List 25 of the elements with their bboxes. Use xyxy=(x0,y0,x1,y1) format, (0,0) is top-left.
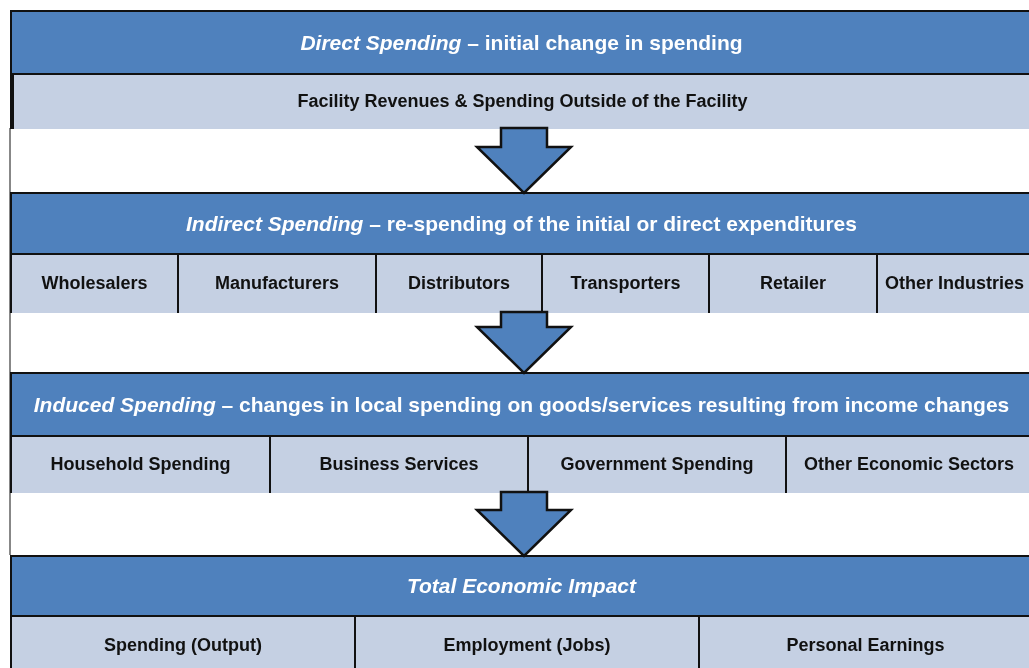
section-header: Total Economic Impact xyxy=(12,557,1029,617)
section-header: Direct Spending – initial change in spending xyxy=(12,12,1029,75)
block-arrow xyxy=(473,126,575,195)
category-cell: Business Services xyxy=(269,437,527,493)
block-arrow xyxy=(473,310,575,375)
section-panel xyxy=(10,372,1029,493)
section-panel xyxy=(10,555,1029,668)
category-cell: Distributors xyxy=(375,255,541,313)
category-cell: Other Industries xyxy=(876,255,1029,313)
category-cell: Employment (Jobs) xyxy=(354,617,698,668)
category-cell: Other Economic Sectors xyxy=(785,437,1029,493)
category-cell: Retailer xyxy=(708,255,876,313)
block-arrow xyxy=(473,490,575,558)
category-cell: Household Spending xyxy=(12,437,269,493)
section-panel xyxy=(10,10,1029,129)
section-header: Indirect Spending – re-spending of the initial or direct expenditures xyxy=(12,194,1029,255)
category-cell: Government Spending xyxy=(527,437,785,493)
category-cell: Personal Earnings xyxy=(698,617,1029,668)
category-cell: Transporters xyxy=(541,255,708,313)
category-cell: Wholesalers xyxy=(12,255,177,313)
category-cell: Spending (Output) xyxy=(12,617,354,668)
category-cell: Manufacturers xyxy=(177,255,375,313)
category-cell: Facility Revenues & Spending Outside of the Facility xyxy=(12,75,1029,129)
section-header: Induced Spending – changes in local spending on goods/services resulting from income changes xyxy=(12,374,1029,437)
section-panel xyxy=(10,192,1029,313)
